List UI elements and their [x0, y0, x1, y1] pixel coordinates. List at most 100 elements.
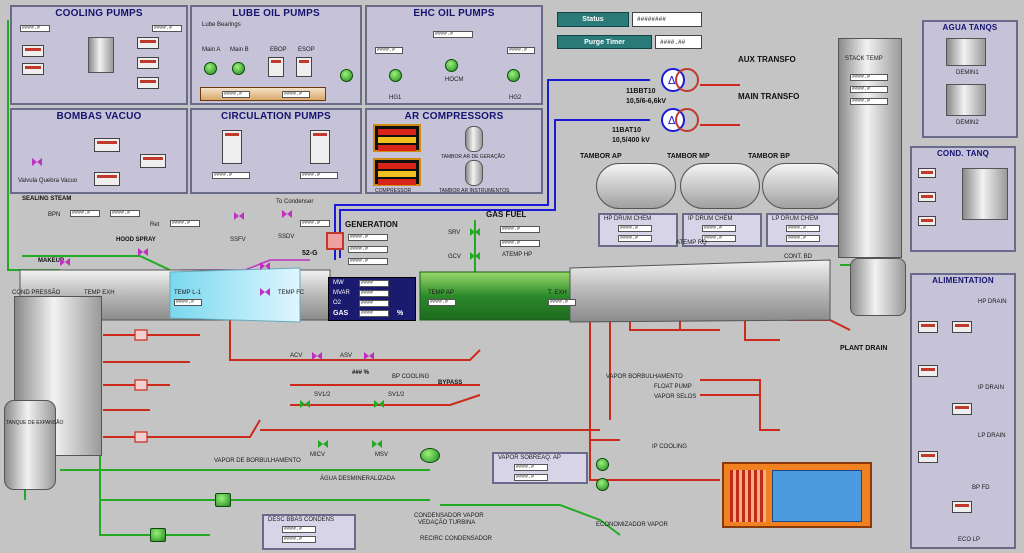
vacuo-pump-2[interactable] [140, 154, 166, 168]
demin2-tank[interactable] [946, 84, 986, 116]
cooling-heat-exchanger [88, 37, 114, 73]
bpn-label: BPN [48, 212, 61, 218]
alimentation-panel: ALIMENTATION HP DRAIN IP DRAIN LP DRAIN … [910, 273, 1016, 549]
vacuo-pump-1[interactable] [94, 138, 120, 152]
tambor-ap-drum[interactable] [596, 163, 676, 209]
makeup-label: MAKEUP [38, 258, 65, 264]
turbine-valve-magenta-2[interactable] [260, 288, 270, 296]
alim-pump-6[interactable] [952, 501, 972, 513]
generation-label: GENERATION [345, 220, 398, 229]
breaker-52g[interactable] [326, 232, 344, 250]
vapor-sobreaq-panel: VAPOR SOBREAQ. AP ####.# ####.# [492, 452, 588, 484]
gen-mw-value: #### [359, 280, 389, 287]
vapor-sobreaq-pump-1[interactable] [596, 458, 609, 471]
lp-drum-readout-1: ####.# [786, 225, 820, 232]
msv-valve[interactable] [372, 440, 382, 448]
cooling-pump-motor-2[interactable] [22, 63, 44, 75]
circ-pump-1[interactable] [222, 130, 242, 164]
demin1-tank[interactable] [946, 38, 986, 66]
bombas-vacuo-title: BOMBAS VACUO [56, 111, 142, 122]
circ-pump-2[interactable] [310, 130, 330, 164]
stack-readout-2: ####.# [850, 86, 888, 93]
bottom-pump-2[interactable] [150, 528, 166, 542]
stack-readout-1: ####.# [850, 74, 888, 81]
ssdv-valve[interactable] [282, 210, 292, 218]
hood-spray-valve[interactable] [138, 248, 148, 256]
cooling-pump-motor-5[interactable] [137, 77, 159, 89]
vedacao-turbina-label: VEDAÇÃO TURBINA [418, 520, 476, 526]
sv12b-valve[interactable] [374, 400, 384, 408]
float-pump-label: FLOAT PUMP [654, 384, 692, 390]
lube-aux-pump[interactable] [340, 69, 353, 82]
vacuo-pump-3[interactable] [94, 172, 120, 186]
gen-o2-label: O2 [333, 300, 342, 306]
ar-tambor-instrumentos-label: TAMBOR AR INSTRUMENTOS [439, 188, 510, 194]
svg-text:Δ: Δ [668, 74, 676, 87]
ehc-hg1-pump[interactable] [389, 69, 402, 82]
alim-pump-2[interactable] [952, 321, 972, 333]
tambor-bp-drum[interactable] [762, 163, 842, 209]
asv-valve[interactable] [364, 352, 374, 360]
ar-compressor-unit-1[interactable] [373, 124, 421, 152]
alim-pump-1[interactable] [918, 321, 938, 333]
alim-pump-4[interactable] [952, 403, 972, 415]
cond-pump-2[interactable] [918, 192, 936, 202]
bp-fd-label: BP FD [972, 485, 990, 491]
circulation-pumps-title: CIRCULATION PUMPS [221, 111, 331, 122]
ar-tambor-instrumentos-tank [465, 160, 483, 186]
asv-label: ASV [340, 353, 353, 359]
gen-gas-label: GAS [333, 310, 349, 317]
vapor-selos-label: VAPOR SELOS [654, 394, 697, 400]
condensate-tank[interactable] [962, 168, 1008, 220]
bottom-pump-1[interactable] [215, 493, 231, 507]
srv-valve[interactable] [470, 228, 480, 236]
cooling-pump-motor-3[interactable] [137, 37, 159, 49]
cond-pump-3[interactable] [918, 216, 936, 226]
ar-compressor-label: COMPRESSOR [375, 188, 412, 194]
lube-oil-pumps-title: LUBE OIL PUMPS [232, 8, 320, 19]
makeup-valve[interactable] [60, 258, 70, 266]
cooling-pump-motor-1[interactable] [22, 45, 44, 57]
hood-spray-label: HOOD SPRAY [116, 237, 156, 243]
ar-compressor-unit-2[interactable] [373, 158, 421, 186]
vacuo-break-valve[interactable] [32, 158, 42, 166]
purge-timer-button[interactable]: Purge Timer [557, 35, 652, 49]
generator-panel: MW MVAR O2 GAS #### #### #### #### % [328, 277, 416, 321]
ehc-hg2-label: HG2 [509, 95, 522, 101]
status-button[interactable]: Status [557, 12, 629, 27]
micv-pump[interactable] [420, 448, 440, 463]
temp-fc-label: TEMP FC [278, 290, 305, 296]
expansion-tank[interactable] [4, 400, 56, 490]
sv12b-label: SV1/2 [388, 392, 405, 398]
vapor-sobreaq-pump-2[interactable] [596, 478, 609, 491]
gcv-valve[interactable] [470, 252, 480, 260]
lube-ebop-motor[interactable] [268, 57, 284, 77]
atemp-rq-label: ATEMP RQ [676, 240, 707, 246]
ar-tambor-geracao-tank [465, 126, 483, 152]
vapor-borbulhamento-label: VAPOR BORBULHAMENTO [606, 374, 683, 380]
deaerator-tank[interactable] [850, 258, 906, 316]
lube-esop-motor[interactable] [296, 57, 312, 77]
alim-pump-5[interactable] [918, 451, 938, 463]
ssfv-valve[interactable] [234, 212, 244, 220]
ehc-hocm-pump[interactable] [445, 59, 458, 72]
hp-drum-chem-panel: HP DRUM CHEM ####.# ####.# [598, 213, 678, 247]
lube-main-a-pump[interactable] [204, 62, 217, 75]
alim-pump-3[interactable] [918, 365, 938, 377]
circ-readout-1: ####.# [212, 172, 250, 179]
micv-label: MICV [310, 452, 325, 458]
lube-main-b-pump[interactable] [232, 62, 245, 75]
gas-readout-1: ####.# [500, 226, 540, 233]
turbine-valve-magenta-1[interactable] [260, 262, 270, 270]
micv-valve[interactable] [318, 440, 328, 448]
cooling-pump-motor-4[interactable] [137, 57, 159, 69]
sv12a-valve[interactable] [300, 400, 310, 408]
alimentation-title: ALIMENTATION [932, 276, 994, 285]
acv-valve[interactable] [312, 352, 322, 360]
ehc-hg2-pump[interactable] [507, 69, 520, 82]
lp-drum-readout-2: ####.# [786, 235, 820, 242]
tambor-mp-drum[interactable] [680, 163, 760, 209]
hp-drain-label: HP DRAIN [978, 299, 1007, 305]
cond-pump-1[interactable] [918, 168, 936, 178]
tanque-expansao-label: TANQUE DE EXPANSÃO [6, 420, 64, 426]
